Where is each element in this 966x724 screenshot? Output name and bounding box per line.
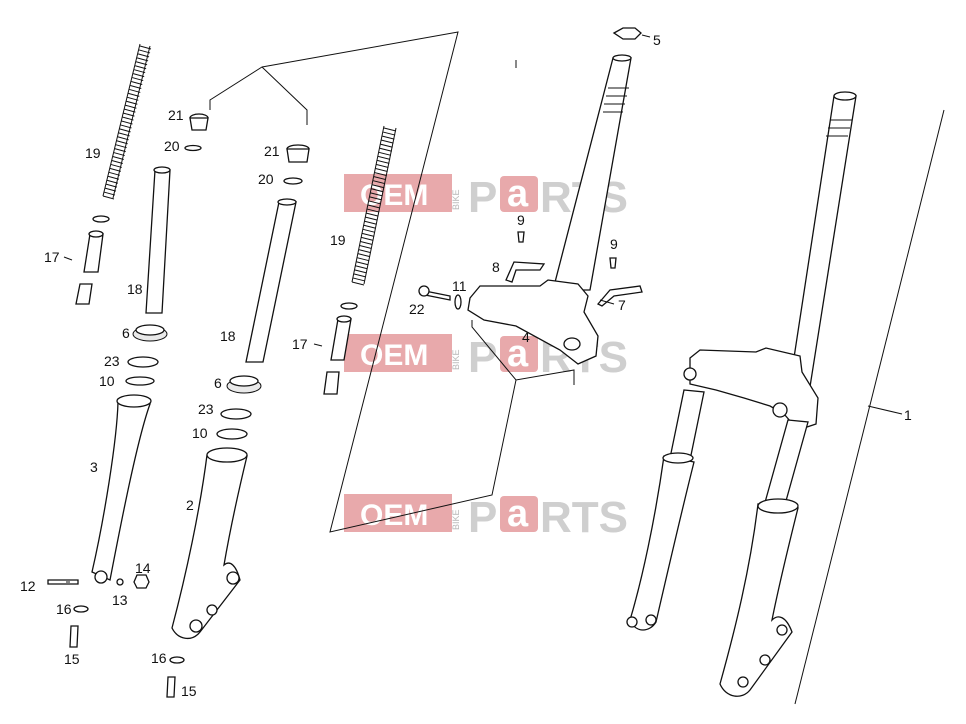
callout-20-right: 20 <box>258 171 274 187</box>
callout-13: 13 <box>112 592 128 608</box>
callout-21-right: 21 <box>264 143 280 159</box>
spring-coils-left <box>102 45 152 200</box>
callout-17-right: 17 <box>292 336 308 352</box>
callout-15-right: 15 <box>181 683 197 699</box>
watermark-p-text: P <box>468 493 497 542</box>
callout-18-right: 18 <box>220 328 236 344</box>
callout-8: 8 <box>492 259 500 275</box>
callout-17-left: 17 <box>44 249 60 265</box>
assembled-fork <box>626 91 857 697</box>
watermark-p-text: P <box>468 173 497 222</box>
watermark-p-text: P <box>468 333 497 382</box>
callout-16-right: 16 <box>151 650 167 666</box>
left-fork-leg-parts <box>47 43 209 648</box>
callout-22: 22 <box>409 301 425 317</box>
callout-labels: 1 2 3 4 5 6 6 7 8 9 9 10 10 11 12 13 14 … <box>20 32 912 699</box>
callout-23-right: 23 <box>198 401 214 417</box>
callout-11: 11 <box>452 278 467 294</box>
callout-19-right: 19 <box>330 232 346 248</box>
callout-12: 12 <box>20 578 36 594</box>
callout-19-left: 19 <box>85 145 101 161</box>
callout-5: 5 <box>653 32 661 48</box>
callout-6-left: 6 <box>122 325 130 341</box>
callout-6-right: 6 <box>214 375 222 391</box>
steering-stem-parts <box>418 27 643 365</box>
callout-7: 7 <box>618 297 626 313</box>
callout-18-left: 18 <box>127 281 143 297</box>
callout-10-right: 10 <box>192 425 208 441</box>
callout-2: 2 <box>186 497 194 513</box>
watermark-middle: OEM BIKE P a RTS <box>344 333 628 382</box>
watermark-oem-text: OEM <box>360 499 428 532</box>
watermark-bike-text: BIKE <box>451 349 461 370</box>
watermark-bike-text: BIKE <box>451 189 461 210</box>
right-fork-leg-parts <box>166 125 397 698</box>
callout-14: 14 <box>135 560 151 576</box>
callout-16-left: 16 <box>56 601 72 617</box>
callout-9-left: 9 <box>517 212 525 228</box>
spring-coils-right <box>351 127 397 286</box>
callout-10-left: 10 <box>99 373 115 389</box>
watermark-a-text: a <box>507 493 529 535</box>
watermark-bottom: OEM BIKE P a RTS <box>344 493 628 542</box>
watermark-oem-text: OEM <box>360 179 428 212</box>
callout-4: 4 <box>522 329 530 345</box>
callout-21-left: 21 <box>168 107 184 123</box>
spring-19-left <box>102 43 151 199</box>
callout-9-right: 9 <box>610 236 618 252</box>
watermark-bike-text: BIKE <box>451 509 461 530</box>
grouping-lines <box>209 31 945 705</box>
watermark-a-text: a <box>507 333 529 375</box>
watermark-oem-text: OEM <box>360 339 428 372</box>
watermark-rts-text: RTS <box>540 493 628 542</box>
callout-20-left: 20 <box>164 138 180 154</box>
callout-1: 1 <box>904 407 912 423</box>
callout-3: 3 <box>90 459 98 475</box>
leader-lines <box>63 34 903 583</box>
callout-23-left: 23 <box>104 353 120 369</box>
callout-15-left: 15 <box>64 651 80 667</box>
watermark-a-text: a <box>507 173 529 215</box>
